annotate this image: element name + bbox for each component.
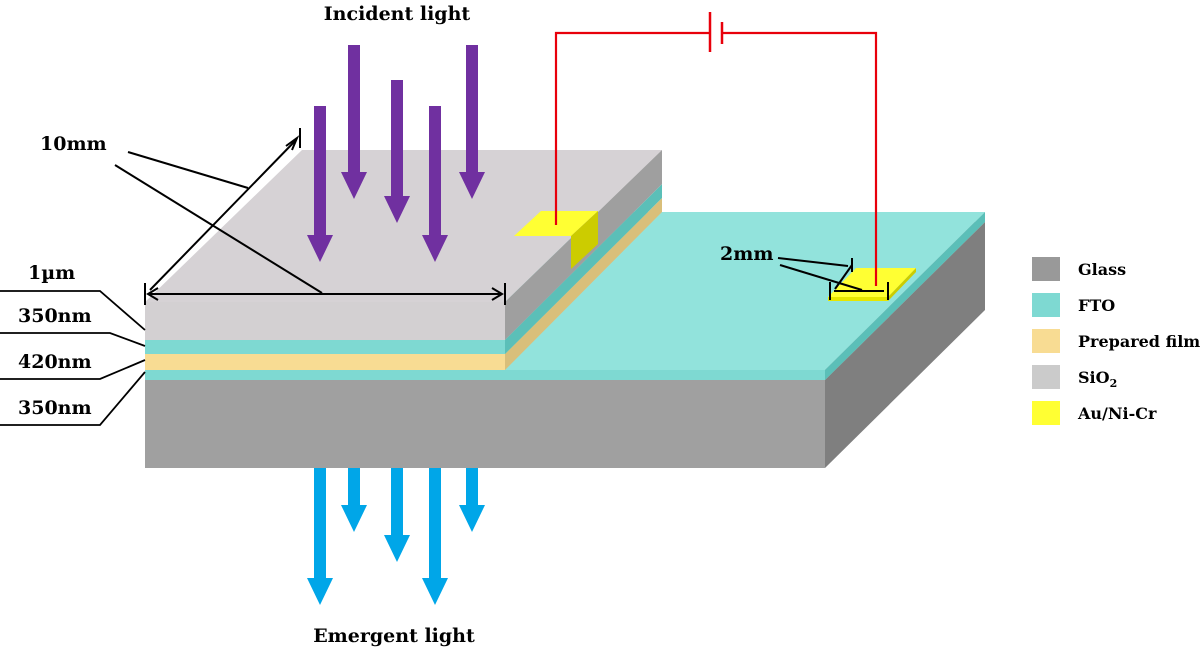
incident-arrow-2 xyxy=(341,45,367,199)
legend-label-glass: Glass xyxy=(1078,260,1126,279)
glass-front-face xyxy=(145,380,825,468)
electrode-gap-label: 2mm xyxy=(720,243,773,265)
incident-arrow-4 xyxy=(422,106,448,262)
legend-swatch-film xyxy=(1032,329,1060,353)
fto-side-face xyxy=(825,212,985,380)
legend-label-fto: FTO xyxy=(1078,296,1115,315)
left-electrode-side xyxy=(571,211,598,269)
emergent-light-arrows xyxy=(307,468,485,605)
incident-light-arrows xyxy=(307,45,485,262)
circuit-wire xyxy=(554,31,710,225)
legend-swatch-sio2 xyxy=(1032,365,1060,389)
leader-350nm-bottom xyxy=(0,371,146,426)
incident-light-label: Incident light xyxy=(324,3,471,25)
sio2-front-face xyxy=(145,302,505,340)
legend-label-film: Prepared film xyxy=(1078,332,1200,351)
emergent-arrow-5 xyxy=(459,468,485,532)
legend-label-sio2-sub: 2 xyxy=(1110,377,1118,390)
right-electrode-front xyxy=(828,297,888,301)
legend-label-sio2-main: SiO xyxy=(1078,368,1110,387)
upper-fto-front-face xyxy=(145,340,505,354)
leader-1um xyxy=(0,290,146,331)
emergent-light-label: Emergent light xyxy=(313,625,475,647)
film-side-face xyxy=(505,198,662,370)
battery-icon xyxy=(708,12,724,52)
legend-swatch-fto xyxy=(1032,293,1060,317)
right-electrode-side xyxy=(888,268,916,301)
layer-label-fto-bottom: 350nm xyxy=(18,397,92,419)
legend-label-sio2: SiO2 xyxy=(1078,368,1117,390)
leader-350nm-top xyxy=(0,332,146,347)
dimension-2mm xyxy=(777,257,889,300)
emergent-arrow-4 xyxy=(422,468,448,605)
emergent-arrow-2 xyxy=(341,468,367,532)
layer-label-sio2: 1µm xyxy=(28,262,75,284)
film-front-face xyxy=(145,354,505,370)
layer-label-fto-top: 350nm xyxy=(18,305,92,327)
right-electrode-top xyxy=(828,268,916,297)
glass-side-face xyxy=(825,222,985,468)
upper-fto-side-face xyxy=(505,184,662,354)
emergent-arrow-1 xyxy=(307,468,333,605)
legend: Glass FTO Prepared film SiO2 Au/Ni-Cr xyxy=(1032,257,1200,425)
layer-label-film: 420nm xyxy=(18,351,92,373)
width-dimension-label: 10mm xyxy=(40,133,107,155)
legend-swatch-glass xyxy=(1032,257,1060,281)
emergent-arrow-3 xyxy=(384,468,410,562)
legend-label-au: Au/Ni-Cr xyxy=(1077,404,1157,423)
incident-arrow-3 xyxy=(384,80,410,223)
circuit-wire-right xyxy=(722,31,878,286)
layer-leader-lines xyxy=(0,290,146,426)
incident-arrow-1 xyxy=(307,106,333,262)
incident-arrow-5 xyxy=(459,45,485,199)
leader-420nm xyxy=(0,359,146,380)
dimension-10mm xyxy=(114,128,506,305)
legend-swatch-au xyxy=(1032,401,1060,425)
fto-front-face xyxy=(145,370,825,380)
